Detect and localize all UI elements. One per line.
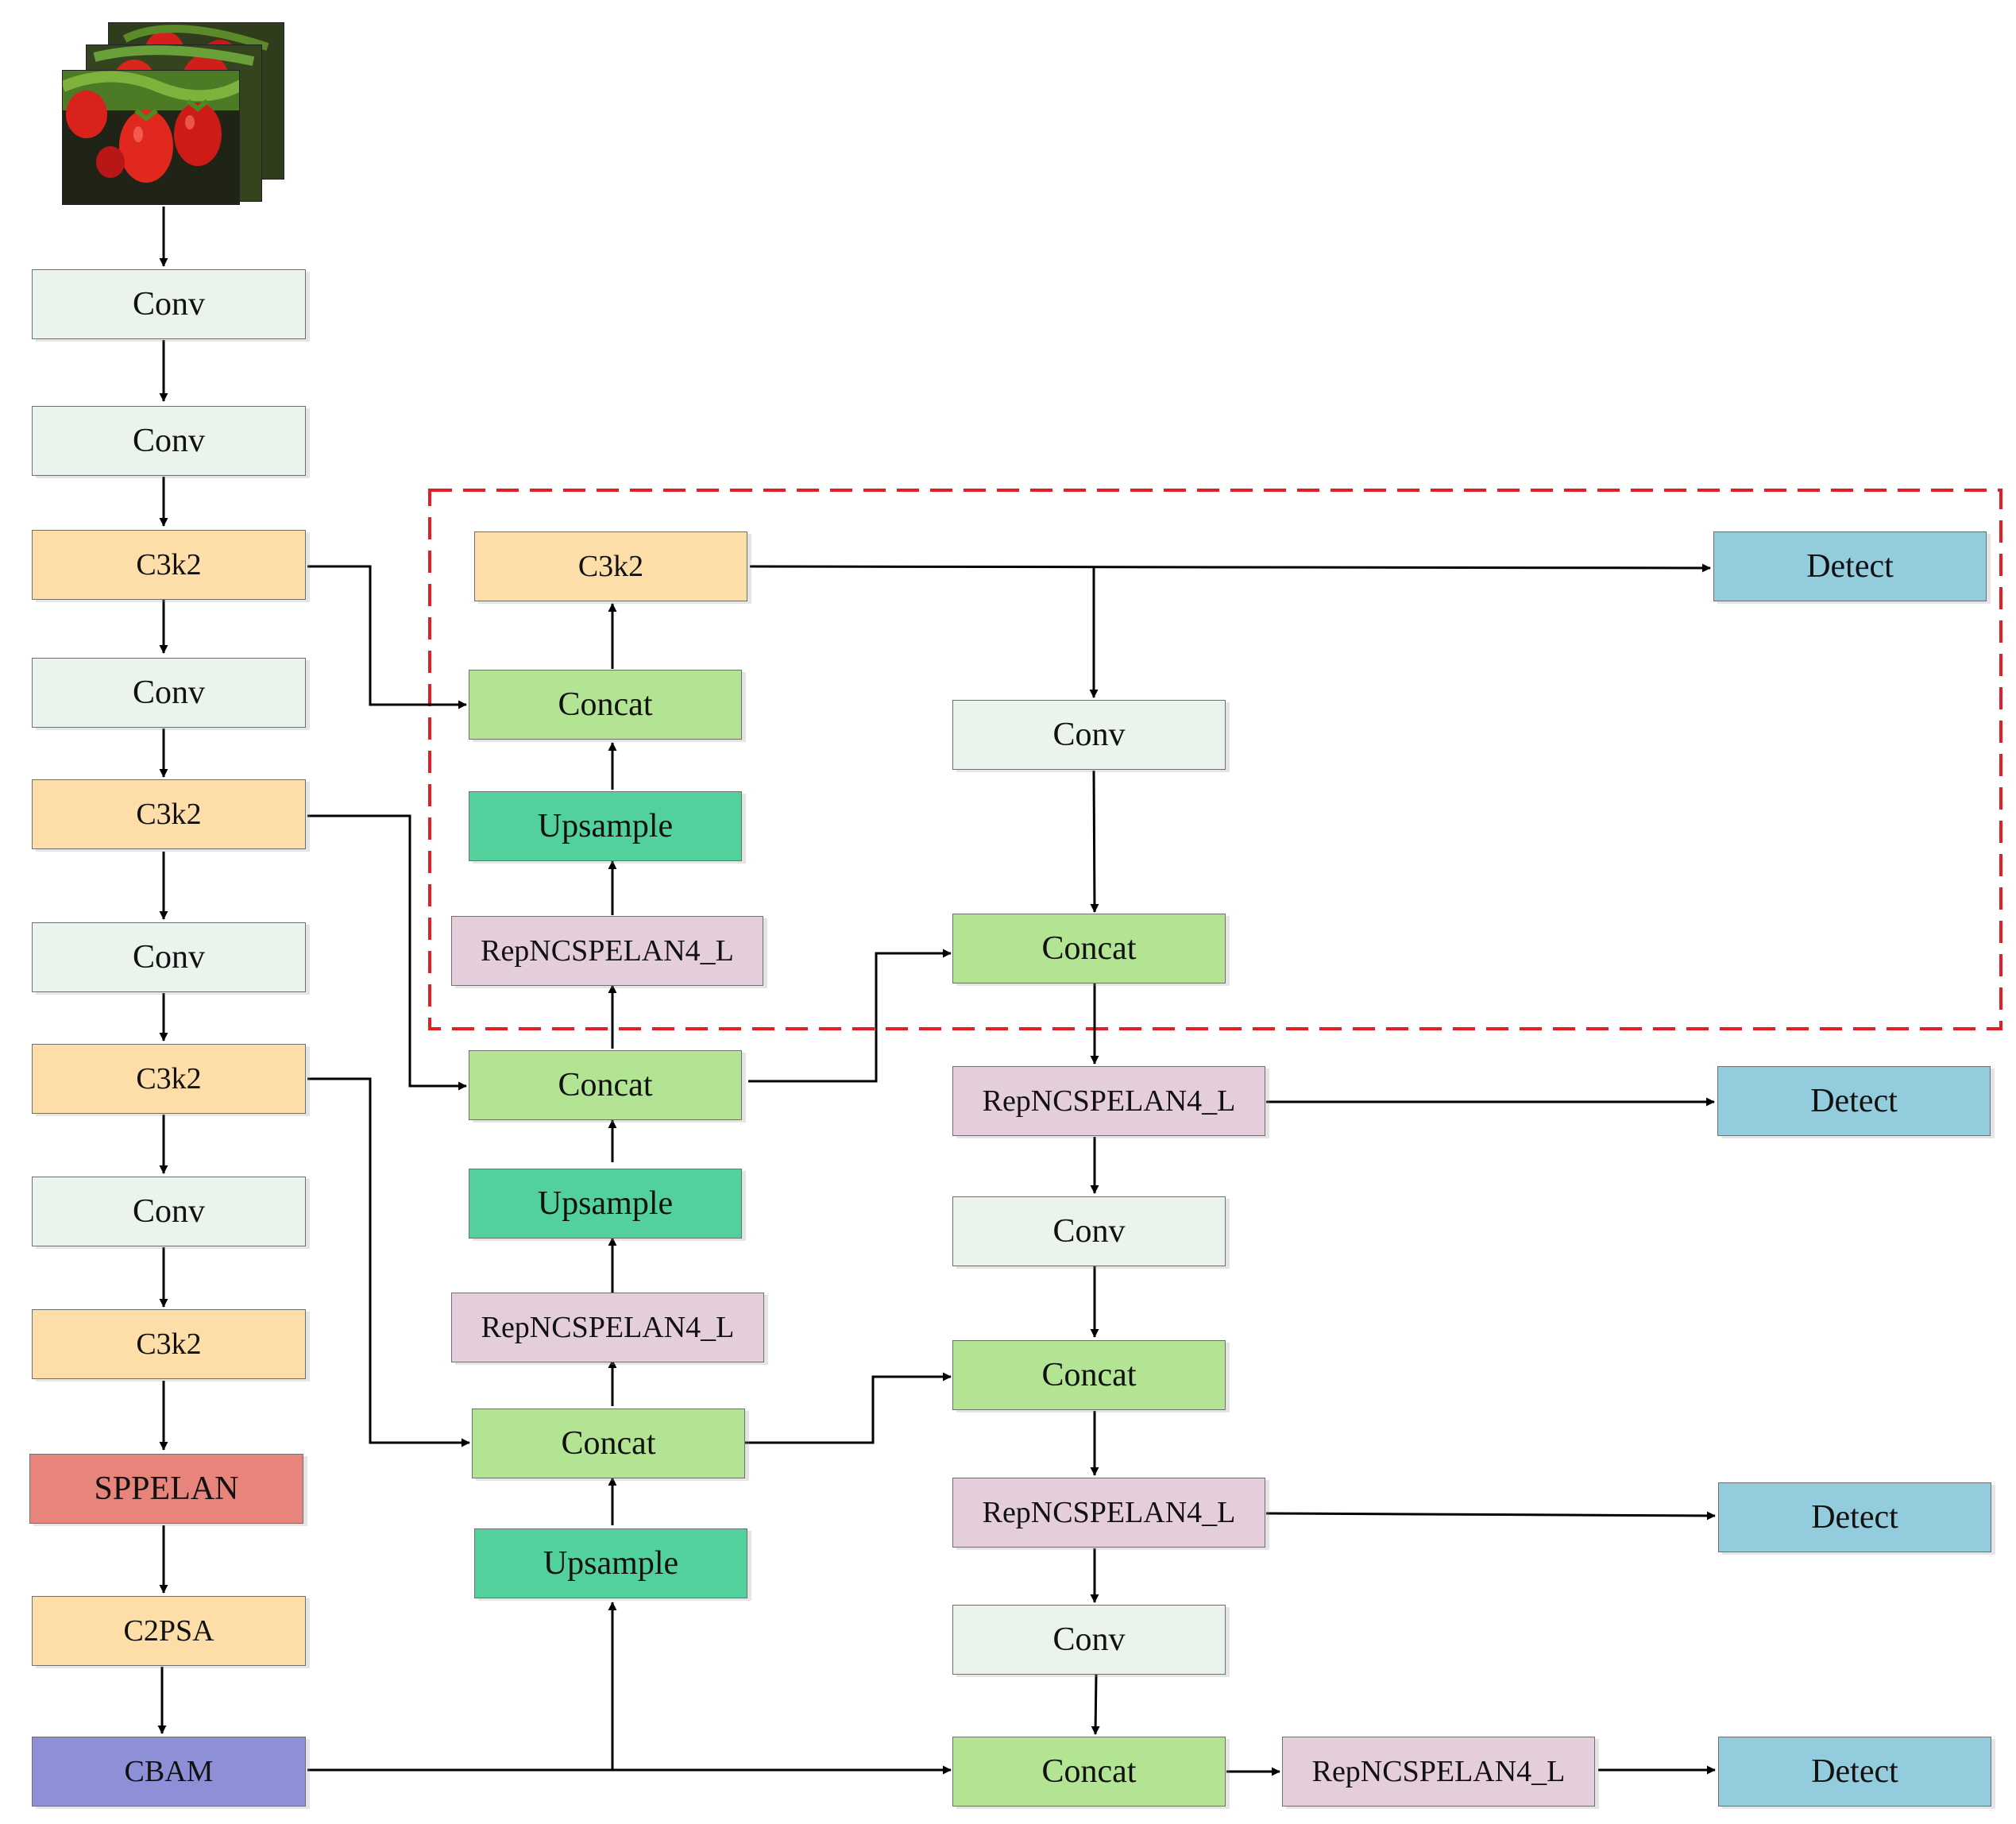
head-concat-2: Concat: [952, 1340, 1226, 1410]
neck-concat-1: Concat: [469, 670, 742, 740]
neck-upsample-1: Upsample: [469, 791, 742, 861]
head-conv-1: Conv: [952, 700, 1226, 770]
cbam-block: CBAM: [32, 1737, 306, 1807]
wire-c3k2top-detect1: [749, 563, 1711, 573]
wire-concat2-concat4: [748, 949, 952, 1083]
backbone-conv-5: Conv: [32, 1177, 306, 1246]
backbone-conv-3: Conv: [32, 658, 306, 728]
wire-conv6-concat4: [1090, 770, 1099, 913]
wire-cbam-neck: [307, 1602, 617, 1772]
wire-c3k2a-concat1: [307, 565, 467, 709]
backbone-conv-1: Conv: [32, 269, 306, 339]
neck-concat-2: Concat: [469, 1050, 742, 1120]
detect-head-2: Detect: [1717, 1066, 1991, 1136]
neck-concat-3: Concat: [472, 1409, 745, 1478]
head-rep-1: RepNCSPELAN4_L: [952, 1066, 1265, 1136]
head-conv-2: Conv: [952, 1196, 1226, 1266]
detect-head-4: Detect: [1718, 1737, 1991, 1807]
sppelan-block: SPPELAN: [29, 1454, 303, 1524]
wire-conv8-concat6: [1091, 1674, 1100, 1735]
strawberry-photo-front: [62, 70, 240, 205]
backbone-c3k2-2: C3k2: [32, 779, 306, 849]
head-rep-2: RepNCSPELAN4_L: [952, 1478, 1265, 1548]
detect-head-3: Detect: [1718, 1482, 1991, 1552]
head-concat-1: Concat: [952, 914, 1226, 983]
backbone-conv-4: Conv: [32, 922, 306, 992]
neck-rep-2: RepNCSPELAN4_L: [451, 1293, 764, 1362]
c2psa-block: C2PSA: [32, 1596, 306, 1666]
head-concat-3: Concat: [952, 1737, 1226, 1807]
head-rep-3: RepNCSPELAN4_L: [1282, 1737, 1595, 1807]
backbone-c3k2-4: C3k2: [32, 1309, 306, 1379]
backbone-c3k2-3: C3k2: [32, 1044, 306, 1114]
wire-c3k2c-concat3: [307, 1077, 470, 1447]
highlight-dashed-region: [428, 489, 2002, 1030]
wire-rep4-detect3: [1265, 1511, 1716, 1521]
detect-head-1: Detect: [1713, 531, 1987, 601]
neck-rep-1: RepNCSPELAN4_L: [451, 916, 763, 986]
head-conv-3: Conv: [952, 1605, 1226, 1675]
neck-upsample-2: Upsample: [469, 1169, 742, 1239]
backbone-c3k2-1: C3k2: [32, 530, 306, 600]
neck-c3k2-top: C3k2: [474, 531, 747, 601]
wire-c3k2b-concat2: [307, 814, 467, 1091]
neck-upsample-3: Upsample: [474, 1528, 747, 1598]
input-image-stack: [62, 22, 284, 205]
wire-concat3-concat5: [745, 1372, 952, 1444]
backbone-conv-2: Conv: [32, 406, 306, 476]
